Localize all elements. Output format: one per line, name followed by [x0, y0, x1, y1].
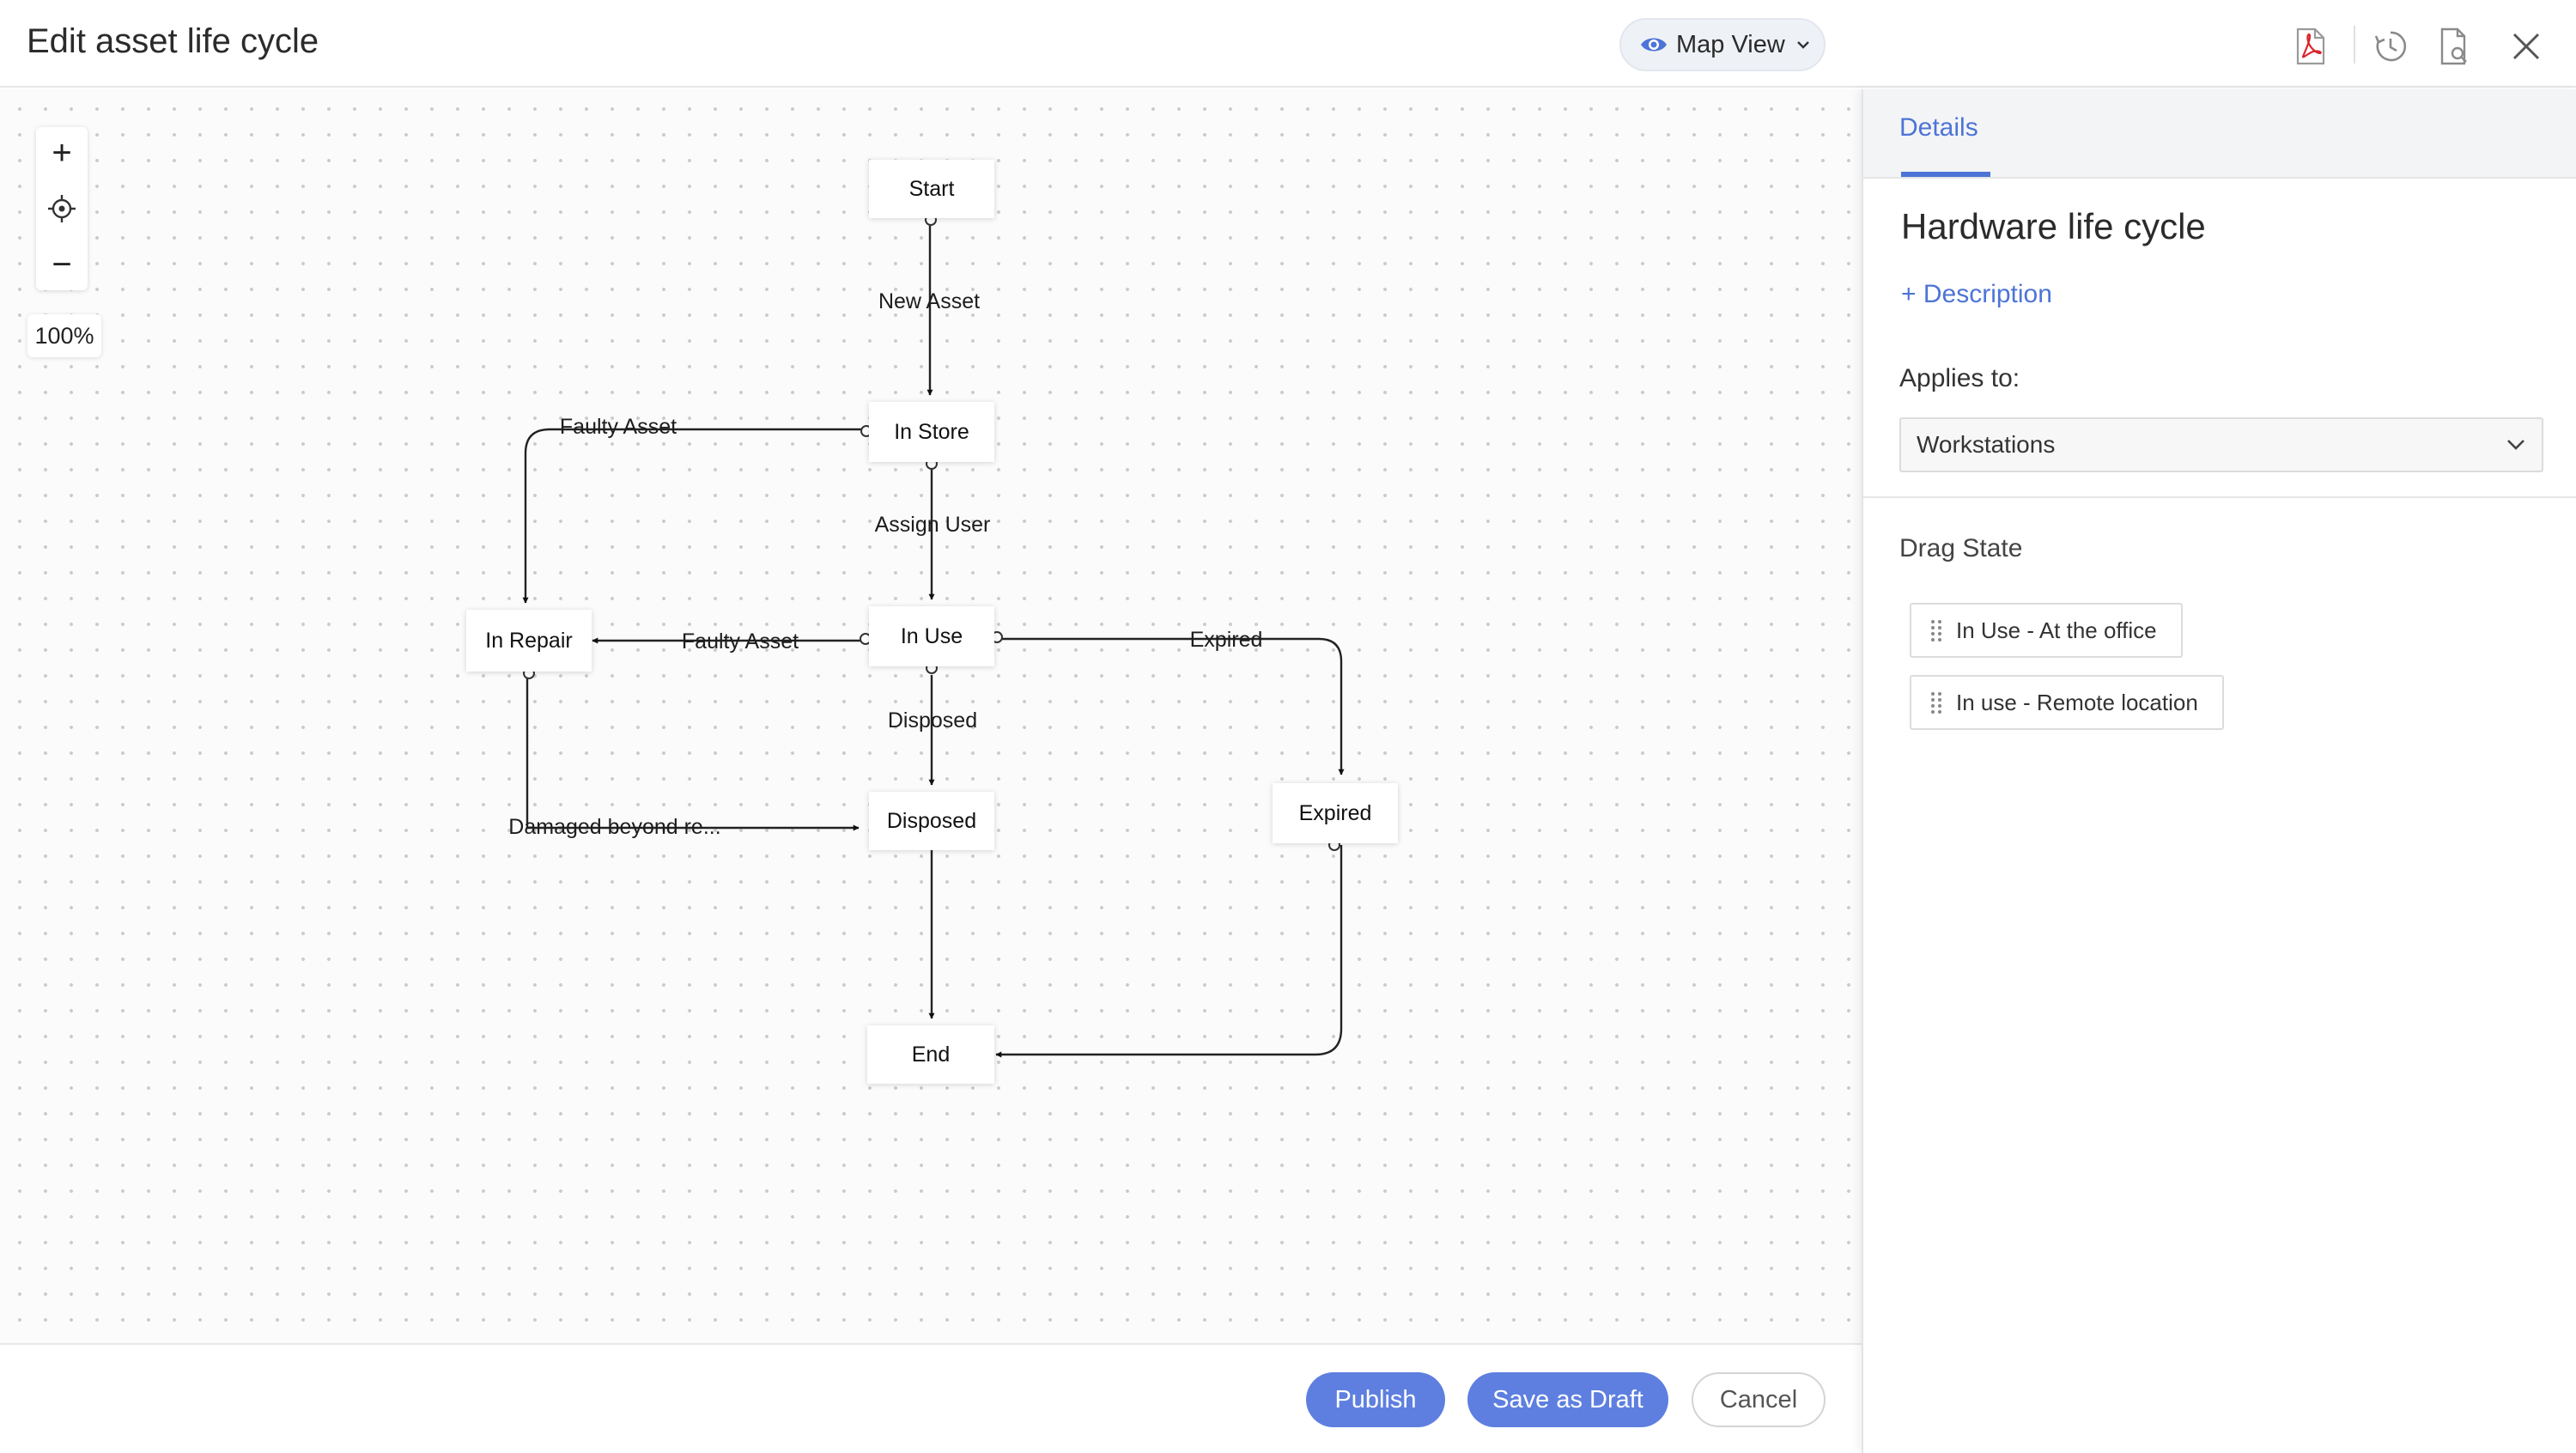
history-icon[interactable] — [2373, 27, 2408, 65]
transition-faulty-asset-store[interactable]: Faulty Asset — [539, 407, 697, 447]
header-separator — [2354, 26, 2355, 64]
transition-new-asset[interactable]: New Asset — [855, 282, 1003, 321]
tab-details[interactable]: Details — [1899, 113, 1978, 142]
applies-to-label: Applies to: — [1899, 364, 2020, 392]
lifecycle-title[interactable]: Hardware life cycle — [1901, 206, 2206, 246]
zoom-out-button[interactable]: − — [52, 245, 72, 283]
drag-state-label-text: In use - Remote location — [1956, 689, 2198, 715]
transition-disposed[interactable]: Disposed — [866, 701, 999, 740]
chevron-down-icon — [2507, 440, 2524, 450]
drag-handle-icon[interactable] — [1930, 691, 1942, 714]
panel-tabs: Details — [1863, 89, 2576, 179]
applies-to-value: Workstations — [1917, 431, 2056, 458]
transition-faulty-asset-use[interactable]: Faulty Asset — [661, 622, 819, 661]
drag-state-label-text: In Use - At the office — [1956, 617, 2157, 643]
zoom-controls: + − — [36, 127, 88, 290]
eye-icon — [1641, 38, 1667, 52]
document-search-icon[interactable] — [2437, 27, 2471, 65]
pdf-export-icon[interactable] — [2293, 27, 2327, 65]
state-in-store[interactable]: In Store — [869, 402, 994, 462]
page-title: Edit asset life cycle — [27, 22, 319, 60]
drag-handle-icon[interactable] — [1930, 619, 1942, 641]
crosshair-icon — [48, 195, 76, 222]
drag-state-item[interactable]: In use - Remote location — [1910, 675, 2224, 730]
transition-assign-user[interactable]: Assign User — [855, 505, 1010, 544]
state-disposed[interactable]: Disposed — [869, 792, 994, 850]
applies-to-select[interactable]: Workstations — [1899, 417, 2543, 472]
state-start[interactable]: Start — [869, 160, 994, 218]
transition-damaged-beyond-repair[interactable]: Damaged beyond re... — [488, 807, 742, 847]
close-icon[interactable] — [2509, 27, 2543, 65]
details-panel: Details Hardware life cycle + Descriptio… — [1862, 89, 2576, 1453]
save-as-draft-button[interactable]: Save as Draft — [1467, 1372, 1668, 1427]
chevron-down-icon — [1796, 41, 1809, 49]
zoom-level: 100% — [27, 314, 101, 357]
header: Edit asset life cycle Map View — [0, 0, 2576, 88]
tab-active-indicator — [1901, 172, 1990, 177]
map-view-dropdown[interactable]: Map View — [1619, 18, 1826, 71]
state-in-use[interactable]: In Use — [869, 606, 994, 666]
state-end[interactable]: End — [867, 1025, 994, 1084]
state-expired[interactable]: Expired — [1273, 783, 1398, 843]
drag-state-label: Drag State — [1899, 534, 2023, 562]
add-description-link[interactable]: + Description — [1901, 280, 2052, 308]
transition-expired[interactable]: Expired — [1170, 620, 1283, 660]
state-in-repair[interactable]: In Repair — [466, 610, 592, 672]
recenter-button[interactable] — [36, 183, 88, 234]
publish-button[interactable]: Publish — [1306, 1372, 1445, 1427]
zoom-in-button[interactable]: + — [52, 133, 72, 172]
cancel-button[interactable]: Cancel — [1692, 1372, 1826, 1427]
panel-divider — [1863, 496, 2576, 498]
drag-state-item[interactable]: In Use - At the office — [1910, 603, 2183, 658]
map-view-label: Map View — [1676, 30, 1785, 58]
